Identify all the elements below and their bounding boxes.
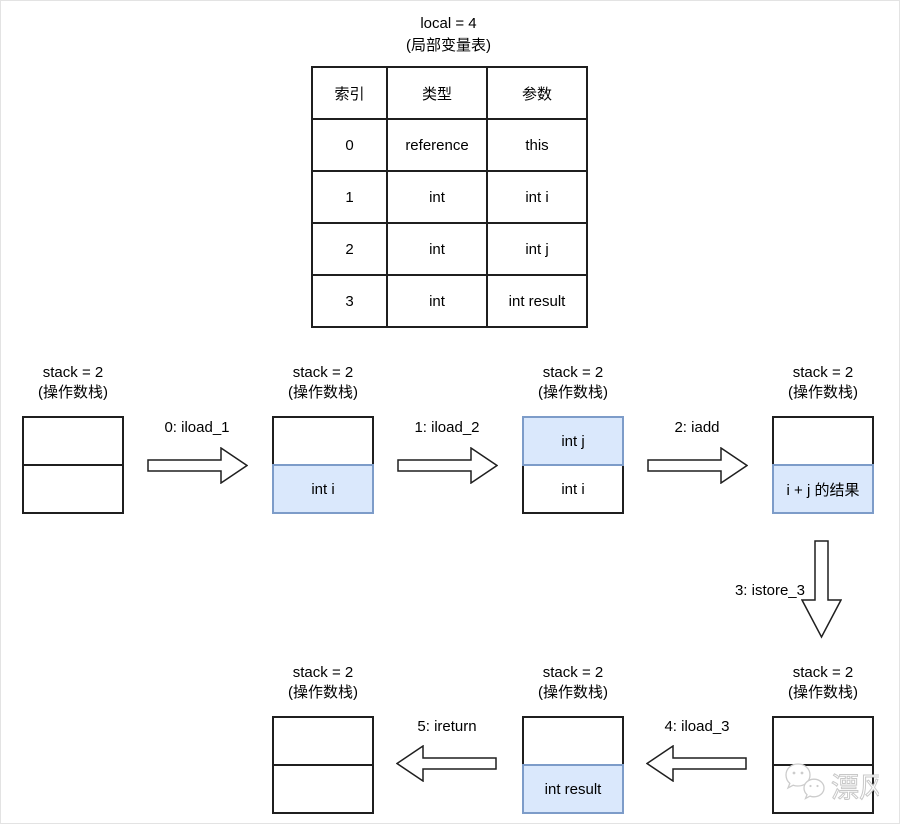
stack-cell: int i xyxy=(522,464,624,514)
header-type: 类型 xyxy=(386,66,488,120)
operand-stack-after-iadd: stack = 2 (操作数栈) i + j 的结果 xyxy=(772,363,874,514)
stack-title-line1: stack = 2 xyxy=(292,364,354,381)
table-row: 3 int int result xyxy=(311,274,588,328)
operand-stack-after-iload-2: stack = 2 (操作数栈) int j int i xyxy=(522,363,624,514)
operand-stack-after-istore-3: stack = 2 (操作数栈) xyxy=(772,663,874,814)
cell-type: int xyxy=(386,170,488,224)
cell-index: 1 xyxy=(311,170,388,224)
cell-param: int i xyxy=(486,170,588,224)
table-row: 2 int int j xyxy=(311,222,588,276)
step-label-iload-3: 4: iload_3 xyxy=(664,718,730,735)
stack-title-line1: stack = 2 xyxy=(292,664,354,681)
stack-cell xyxy=(22,416,124,466)
stack-title: stack = 2 (操作数栈) xyxy=(272,663,374,703)
local-table-title-line1: local = 4 xyxy=(420,15,477,32)
table-header-row: 索引 类型 参数 xyxy=(311,66,588,120)
step-label-iload-1: 0: iload_1 xyxy=(164,419,230,436)
operand-stack-after-ireturn: stack = 2 (操作数栈) xyxy=(272,663,374,814)
watermark-text: 漂风 xyxy=(831,772,879,803)
stack-title: stack = 2 (操作数栈) xyxy=(522,363,624,403)
cell-index: 3 xyxy=(311,274,388,328)
stack-title: stack = 2 (操作数栈) xyxy=(272,363,374,403)
step-label-ireturn: 5: ireturn xyxy=(417,718,477,735)
stack-box xyxy=(22,416,124,514)
cell-index: 2 xyxy=(311,222,388,276)
stack-cell xyxy=(522,716,624,766)
stack-title: stack = 2 (操作数栈) xyxy=(522,663,624,703)
step-label-iload-2: 1: iload_2 xyxy=(414,419,480,436)
arrow-right-icon xyxy=(147,447,248,484)
local-table-title: local = 4 (局部变量表) xyxy=(311,13,586,57)
stack-title-line2: (操作数栈) xyxy=(288,684,358,701)
stack-cell xyxy=(22,464,124,514)
stack-title-line2: (操作数栈) xyxy=(538,384,608,401)
stack-cell xyxy=(272,416,374,466)
stack-title-line1: stack = 2 xyxy=(542,664,604,681)
operand-stack-initial: stack = 2 (操作数栈) xyxy=(22,363,124,514)
stack-title: stack = 2 (操作数栈) xyxy=(22,363,124,403)
step-label-istore-3: 3: istore_3 xyxy=(734,582,805,599)
local-variable-table: 索引 类型 参数 0 reference this 1 int int i 2 … xyxy=(311,66,588,328)
stack-title-line2: (操作数栈) xyxy=(538,684,608,701)
table-row: 0 reference this xyxy=(311,118,588,172)
stack-title-line1: stack = 2 xyxy=(42,364,104,381)
stack-cell: i + j 的结果 xyxy=(772,464,874,514)
arrow-right-icon xyxy=(397,447,498,484)
local-table-title-line2: (局部变量表) xyxy=(406,37,491,54)
stack-title: stack = 2 (操作数栈) xyxy=(772,663,874,703)
stack-title: stack = 2 (操作数栈) xyxy=(772,363,874,403)
stack-box: int result xyxy=(522,716,624,814)
stack-box: int i xyxy=(272,416,374,514)
stack-title-line1: stack = 2 xyxy=(792,664,854,681)
arrow-right-icon xyxy=(647,447,748,484)
table-row: 1 int int i xyxy=(311,170,588,224)
stack-cell xyxy=(272,764,374,814)
wechat-watermark-icon: 漂风 xyxy=(785,763,879,804)
cell-param: int result xyxy=(486,274,588,328)
stack-box: int j int i xyxy=(522,416,624,514)
stack-title-line2: (操作数栈) xyxy=(788,384,858,401)
stack-title-line1: stack = 2 xyxy=(792,364,854,381)
cell-type: int xyxy=(386,222,488,276)
cell-param: this xyxy=(486,118,588,172)
header-index: 索引 xyxy=(311,66,388,120)
arrow-left-icon xyxy=(646,745,747,782)
stack-cell: int j xyxy=(522,416,624,466)
stack-cell xyxy=(272,716,374,766)
stack-cell: int i xyxy=(272,464,374,514)
stack-title-line2: (操作数栈) xyxy=(38,384,108,401)
cell-param: int j xyxy=(486,222,588,276)
arrow-down-icon xyxy=(801,540,842,639)
stack-box xyxy=(772,716,874,814)
cell-type: reference xyxy=(386,118,488,172)
stack-title-line1: stack = 2 xyxy=(542,364,604,381)
stack-box: i + j 的结果 xyxy=(772,416,874,514)
cell-type: int xyxy=(386,274,488,328)
operand-stack-after-iload-1: stack = 2 (操作数栈) int i xyxy=(272,363,374,514)
stack-title-line2: (操作数栈) xyxy=(788,684,858,701)
stack-cell xyxy=(772,416,874,466)
stack-cell xyxy=(772,716,874,766)
step-label-iadd: 2: iadd xyxy=(674,419,720,436)
arrow-left-icon xyxy=(396,745,497,782)
operand-stack-after-iload-3: stack = 2 (操作数栈) int result xyxy=(522,663,624,814)
stack-box xyxy=(272,716,374,814)
cell-index: 0 xyxy=(311,118,388,172)
stack-cell: int result xyxy=(522,764,624,814)
stack-title-line2: (操作数栈) xyxy=(288,384,358,401)
header-param: 参数 xyxy=(486,66,588,120)
